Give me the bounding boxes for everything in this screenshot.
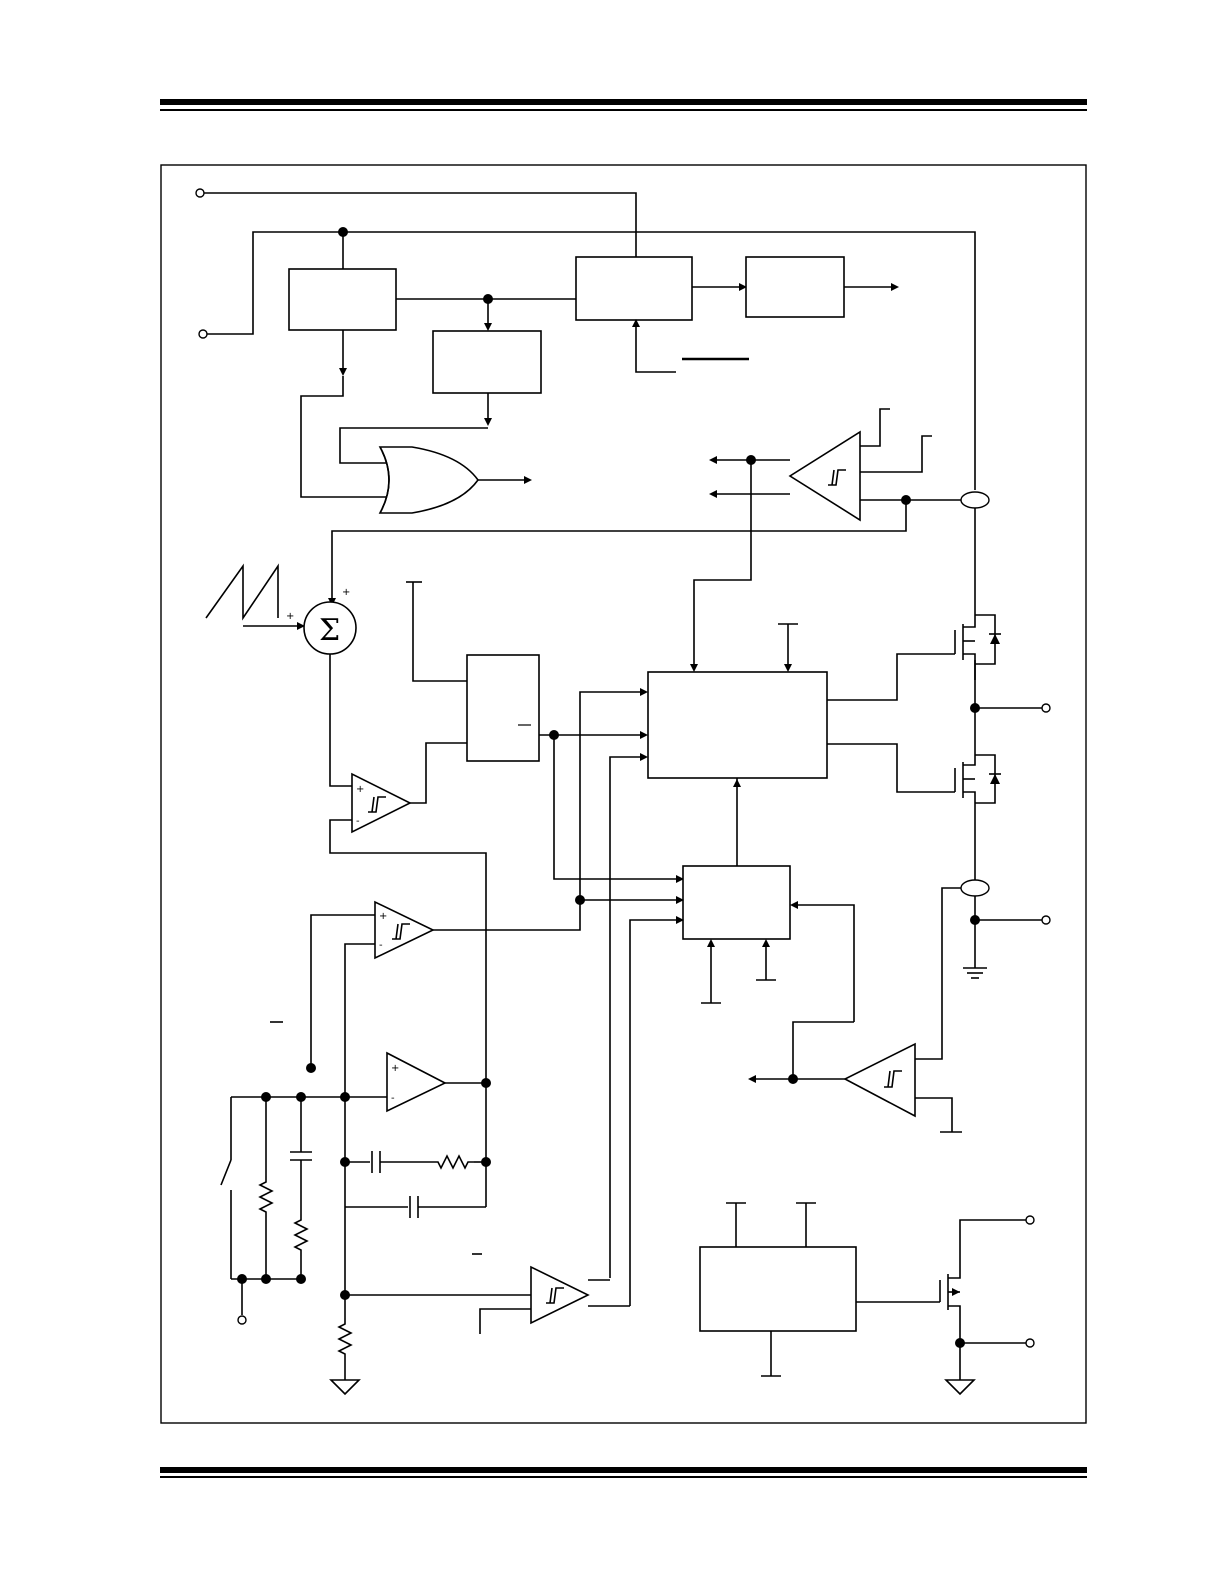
comparator-pwm <box>351 772 412 834</box>
output-pin-sw <box>1041 703 1051 713</box>
header-rule-thick <box>160 99 1087 105</box>
block-gate-driver <box>647 671 828 779</box>
input-pin-top <box>195 188 205 198</box>
output-pin-pg <box>1025 1215 1035 1225</box>
comparator-bottom-right <box>843 1042 916 1118</box>
sum-plus-top: + <box>342 587 350 598</box>
footer-rule-thick <box>160 1467 1087 1473</box>
block-output-top <box>745 256 845 318</box>
footer-rule-thin <box>160 1476 1087 1478</box>
output-pin-pg-gnd <box>1025 1338 1035 1348</box>
block-control <box>682 865 791 940</box>
current-sense-bottom <box>960 879 990 897</box>
comparator-bottom <box>530 1265 590 1325</box>
current-sense-top <box>960 491 990 509</box>
diagram-frame <box>160 164 1087 1424</box>
pwm-plus: + <box>356 784 364 795</box>
cmp2-plus: + <box>379 911 387 922</box>
output-pin-gnd <box>1041 915 1051 925</box>
block-regulator <box>288 268 397 331</box>
sum-symbol: Σ <box>319 613 340 648</box>
pwm-minus: - <box>356 816 360 827</box>
block-uvlo <box>432 330 542 394</box>
error-amplifier <box>386 1051 447 1113</box>
cmp2-minus: - <box>379 940 383 951</box>
block-power-good <box>699 1246 857 1332</box>
ea-plus: + <box>391 1063 399 1074</box>
input-pin-bottom-left <box>237 1315 247 1325</box>
header-rule-thin <box>160 109 1087 111</box>
block-flipflop <box>466 654 540 762</box>
or-gate <box>378 446 479 514</box>
ramp-waveform <box>205 563 279 621</box>
sum-plus-left: + <box>286 611 294 622</box>
ea-minus: - <box>391 1093 395 1104</box>
block-logic-top <box>575 256 693 321</box>
input-pin-left <box>198 329 208 339</box>
comparator-top-right <box>788 430 861 522</box>
comparator-mid-left <box>374 900 435 960</box>
